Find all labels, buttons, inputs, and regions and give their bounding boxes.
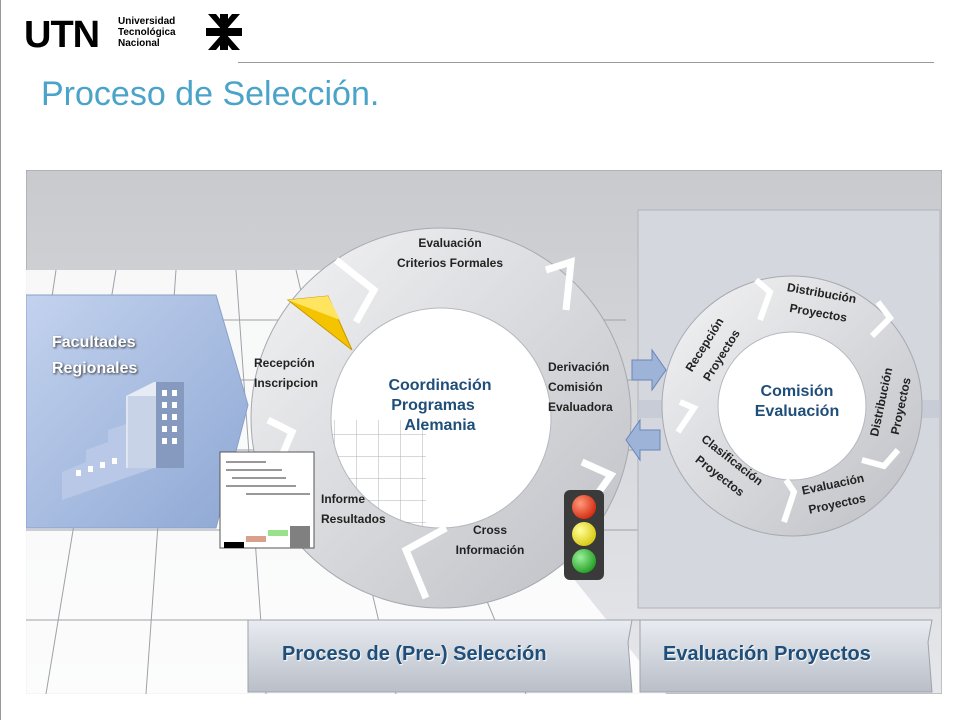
evaluation-center-label: Comisión Evaluación [754,383,840,420]
facultades-label: Facultades Regionales [52,330,137,382]
stage-evaluacion-criterios: Evaluación Criterios Formales [396,236,504,270]
band-preselection-label: Proceso de (Pre-) Selección [282,643,547,665]
university-line-2: Tecnológica [118,27,176,38]
report-document-icon [219,451,315,549]
stage-informe-resultados: Informe Resultados [321,492,386,526]
preselection-band [247,619,633,693]
header-rule [238,62,934,63]
stage-recepcion-inscripcion: Recepción Inscripcion [254,356,319,390]
evaluation-center [717,331,867,481]
facultades-line-1: Facultades [52,334,136,351]
utn-logo-text: UTN [24,14,100,56]
traffic-light-icon [564,490,604,580]
utn-emblem-icon [206,14,242,50]
stage-cross-informacion: Cross Información [455,523,525,557]
arrow-left-icon [625,418,661,462]
left-border [0,0,1,720]
evaluation-band [639,619,933,693]
evaluation-separators [675,277,901,523]
university-line-1: Universidad [118,16,176,27]
arrow-right-icon [631,348,667,392]
university-line-3: Nacional [118,38,160,49]
stage-derivacion: Derivación Comisión Evaluadora [548,360,613,414]
university-name: Universidad Tecnológica Nacional [118,16,176,49]
utn-logo: UTN Universidad Tecnológica Nacional [24,12,242,56]
factory-icon [62,382,184,500]
page-title: Proceso de Selección. [41,75,380,113]
process-diagram [26,170,942,694]
band-evaluation-label: Evaluación Proyectos [663,643,871,665]
preselection-center-label: Coordinación Programas Alemania [388,377,492,434]
facultades-line-2: Regionales [52,360,138,377]
